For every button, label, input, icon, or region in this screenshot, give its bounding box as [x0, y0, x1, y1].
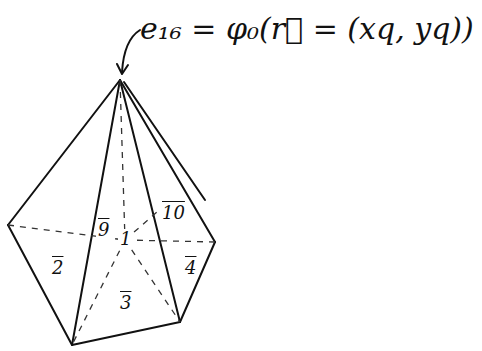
edge-line [72, 80, 120, 345]
formula-text: e₁₆ = φ₀(r⃗ = (xq, yq)) [140, 14, 474, 44]
pointer-arrow [122, 30, 140, 72]
callout-number: 9 [96, 220, 111, 240]
edge-line [8, 80, 120, 225]
edge-line [124, 82, 205, 200]
callout-number: 3 [118, 293, 133, 313]
edge-line [8, 225, 215, 345]
callout-number: 2 [50, 258, 65, 278]
hidden-edge [125, 240, 215, 242]
hidden-edge [120, 80, 125, 240]
callout-number: 10 [160, 203, 187, 223]
callout-number: 4 [183, 258, 198, 278]
edge-line [120, 80, 215, 242]
callout-number: 1 [118, 229, 133, 249]
arrow-head [117, 64, 128, 74]
edge-line [120, 80, 180, 322]
